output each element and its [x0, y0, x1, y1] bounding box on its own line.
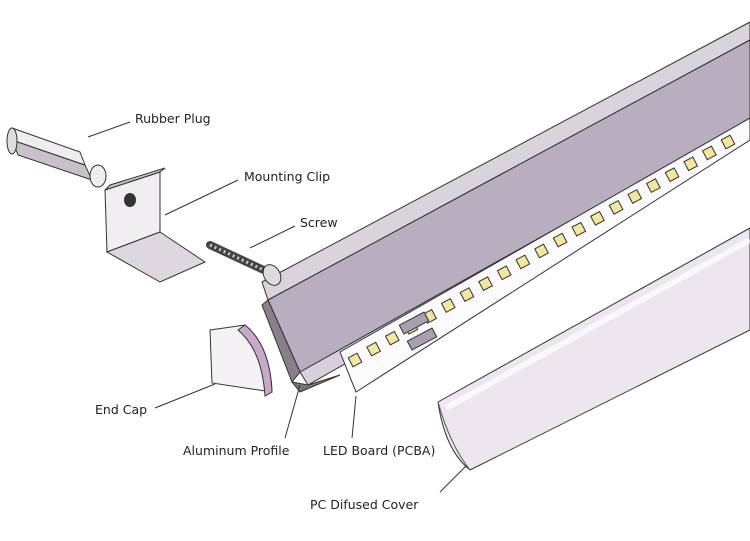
led-chip	[683, 156, 699, 172]
led-chip	[627, 189, 643, 204]
pc-cover	[437, 227, 750, 471]
leader-mounting-clip	[164, 179, 239, 216]
screw	[206, 241, 282, 286]
label-screw: Screw	[300, 215, 338, 230]
leader-rubber-plug	[87, 121, 131, 138]
end-cap	[209, 324, 273, 397]
led-chip	[720, 134, 736, 150]
led-chip	[571, 221, 587, 237]
led-chip	[608, 199, 624, 215]
led-chip	[701, 145, 717, 161]
rubber-plug	[6, 127, 107, 188]
led-chip	[478, 276, 493, 292]
label-rubber-plug: Rubber Plug	[135, 111, 211, 126]
led-board	[339, 117, 750, 393]
led-chip	[384, 330, 400, 346]
led-chip	[664, 167, 680, 183]
label-mounting-clip: Mounting Clip	[244, 169, 331, 184]
leader-led-board	[351, 395, 357, 439]
label-pc-cover: PC Difused Cover	[310, 497, 419, 512]
led-chip	[496, 265, 512, 281]
led-chip	[366, 341, 382, 357]
led-chip	[515, 254, 531, 270]
led-chip	[534, 243, 549, 259]
leader-end-cap	[154, 383, 216, 409]
connector	[398, 311, 430, 335]
led-chip	[459, 287, 475, 303]
led-chip	[440, 298, 456, 313]
leader-pc-cover	[439, 465, 467, 493]
mounting-clip	[104, 167, 207, 283]
leader-lines	[87, 121, 467, 493]
led-chip	[590, 210, 605, 226]
leader-aluminum-profile	[284, 384, 301, 439]
led-chip	[347, 352, 363, 368]
label-led-board: LED Board (PCBA)	[323, 443, 436, 458]
label-aluminum-profile: Aluminum Profile	[183, 443, 290, 458]
label-end-cap: End Cap	[95, 402, 148, 417]
connector	[406, 327, 438, 351]
led-chip	[645, 178, 661, 194]
led-chip	[552, 232, 568, 248]
leader-screw	[249, 225, 296, 249]
